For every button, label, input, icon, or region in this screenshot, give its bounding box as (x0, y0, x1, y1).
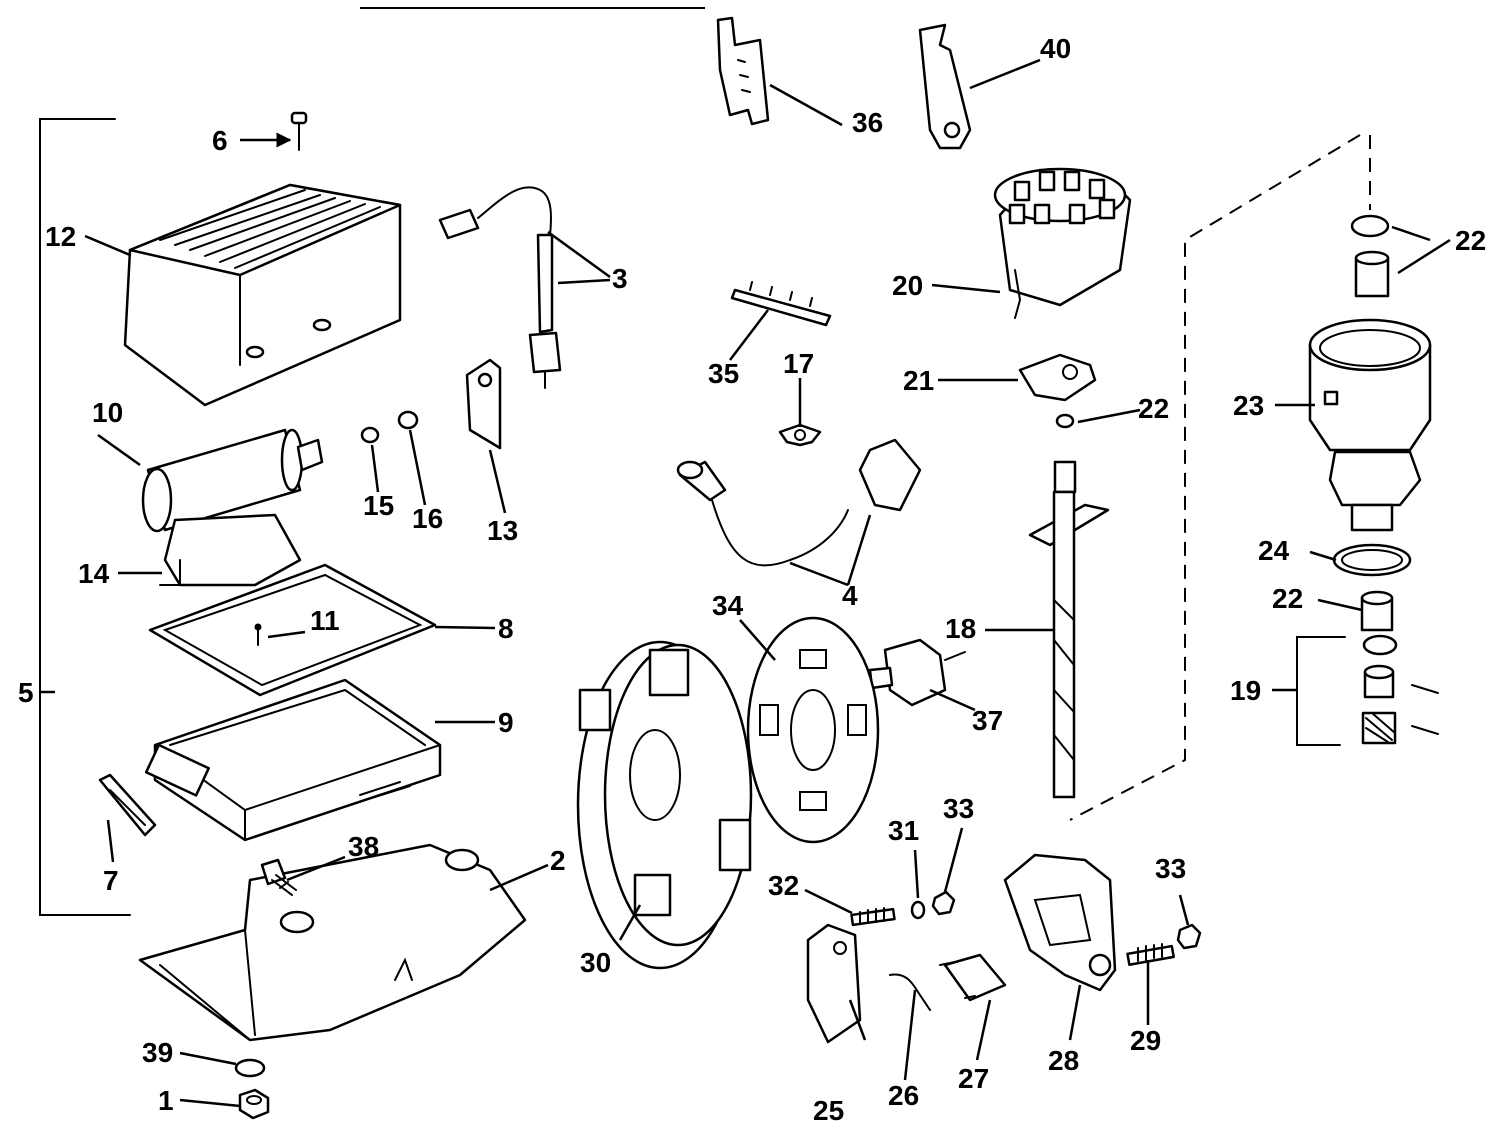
callout-12: 12 (45, 221, 76, 252)
clip-part (98, 773, 157, 837)
washer-22-top (1350, 214, 1390, 238)
bracket-19 (1296, 636, 1346, 746)
nut-33-b (1176, 923, 1202, 950)
callout-7: 7 (103, 865, 119, 896)
bolt-part (260, 858, 297, 896)
callout-26: 26 (888, 1080, 919, 1111)
stud-part-29 (1126, 943, 1175, 966)
callout-22-a: 22 (1455, 225, 1486, 256)
nut-16 (397, 410, 419, 430)
ignition-cover-part (123, 183, 402, 407)
distributor-cap-part (993, 167, 1132, 319)
gasket-part (148, 563, 437, 697)
callout-39: 39 (142, 1037, 173, 1068)
callout-1: 1 (158, 1085, 174, 1116)
callout-18: 18 (945, 613, 976, 644)
tool-part (918, 23, 972, 150)
washer-19 (1362, 634, 1398, 656)
callout-27: 27 (958, 1063, 989, 1094)
callout-24: 24 (1258, 535, 1290, 566)
housing-part (1003, 853, 1117, 992)
stud-part-32 (850, 907, 896, 927)
callout-11: 11 (310, 605, 340, 636)
gear-19 (1361, 711, 1397, 745)
callout-6: 6 (212, 125, 228, 156)
callout-8: 8 (498, 613, 514, 644)
callout-17: 17 (783, 348, 814, 379)
callout-22-c: 22 (1272, 583, 1303, 614)
callout-38: 38 (348, 831, 379, 862)
module-part (144, 678, 442, 842)
callout-13: 13 (487, 515, 518, 546)
nut-part (238, 1088, 270, 1120)
shaft-part (1028, 460, 1110, 799)
small-screw-11 (254, 623, 262, 646)
sensor-part (868, 638, 966, 707)
terminal-strip-part (730, 281, 832, 327)
washer-31 (910, 900, 926, 920)
terminal-part-27 (939, 953, 1007, 1002)
coil-part (141, 428, 324, 533)
bracket-5 (39, 118, 131, 916)
callout-36: 36 (852, 107, 883, 138)
callout-28: 28 (1048, 1045, 1079, 1076)
rotor-part (1018, 353, 1097, 402)
callout-22-b: 22 (1138, 393, 1169, 424)
distributor-housing-part (1308, 318, 1432, 532)
callout-5: 5 (18, 677, 34, 708)
pin-19-b (1411, 725, 1439, 735)
boot-part (465, 358, 502, 450)
pickup-part (806, 923, 862, 1044)
callout-4: 4 (842, 580, 858, 611)
washer-22-mid (1055, 413, 1075, 429)
plug-wire-part (676, 438, 922, 567)
callout-2: 2 (550, 845, 566, 876)
callout-15: 15 (363, 490, 394, 521)
callout-32: 32 (768, 870, 799, 901)
bushing-22-top (1354, 250, 1390, 298)
screw-part (290, 111, 308, 151)
callout-33-a: 33 (943, 793, 974, 824)
callout-23: 23 (1233, 390, 1264, 421)
callout-34: 34 (712, 590, 744, 621)
callout-31: 31 (888, 815, 919, 846)
coil-bracket-part (159, 513, 302, 587)
callout-14: 14 (78, 558, 110, 589)
callout-37: 37 (972, 705, 1003, 736)
clip-part-26 (889, 973, 931, 1011)
callout-40: 40 (1040, 33, 1071, 64)
callout-30: 30 (580, 947, 611, 978)
leader-lines (40, 58, 1451, 1108)
flywheel-part (576, 640, 753, 970)
washer-15 (360, 426, 380, 444)
nut-33-a (931, 890, 956, 916)
callout-10: 10 (92, 397, 123, 428)
callout-9: 9 (498, 707, 514, 738)
callout-3: 3 (612, 263, 628, 294)
trigger-wheel-part (746, 616, 880, 844)
spacer-19 (1363, 664, 1395, 699)
distributor-dash-line (1069, 134, 1371, 821)
callout-35: 35 (708, 358, 739, 389)
star-plate-part (778, 423, 822, 447)
callout-33-b: 33 (1155, 853, 1186, 884)
washer-part (234, 1058, 266, 1078)
callout-21: 21 (903, 365, 934, 396)
pin-19-a (1411, 684, 1439, 694)
callout-19: 19 (1230, 675, 1261, 706)
connector-part (716, 16, 770, 126)
lead-wire-part (438, 186, 562, 389)
bushing-22-lower (1360, 590, 1394, 632)
mounting-bracket-part (138, 843, 527, 1042)
callout-29: 29 (1130, 1025, 1161, 1056)
callout-16: 16 (412, 503, 443, 534)
callout-20: 20 (892, 270, 923, 301)
callout-25: 25 (813, 1095, 844, 1126)
